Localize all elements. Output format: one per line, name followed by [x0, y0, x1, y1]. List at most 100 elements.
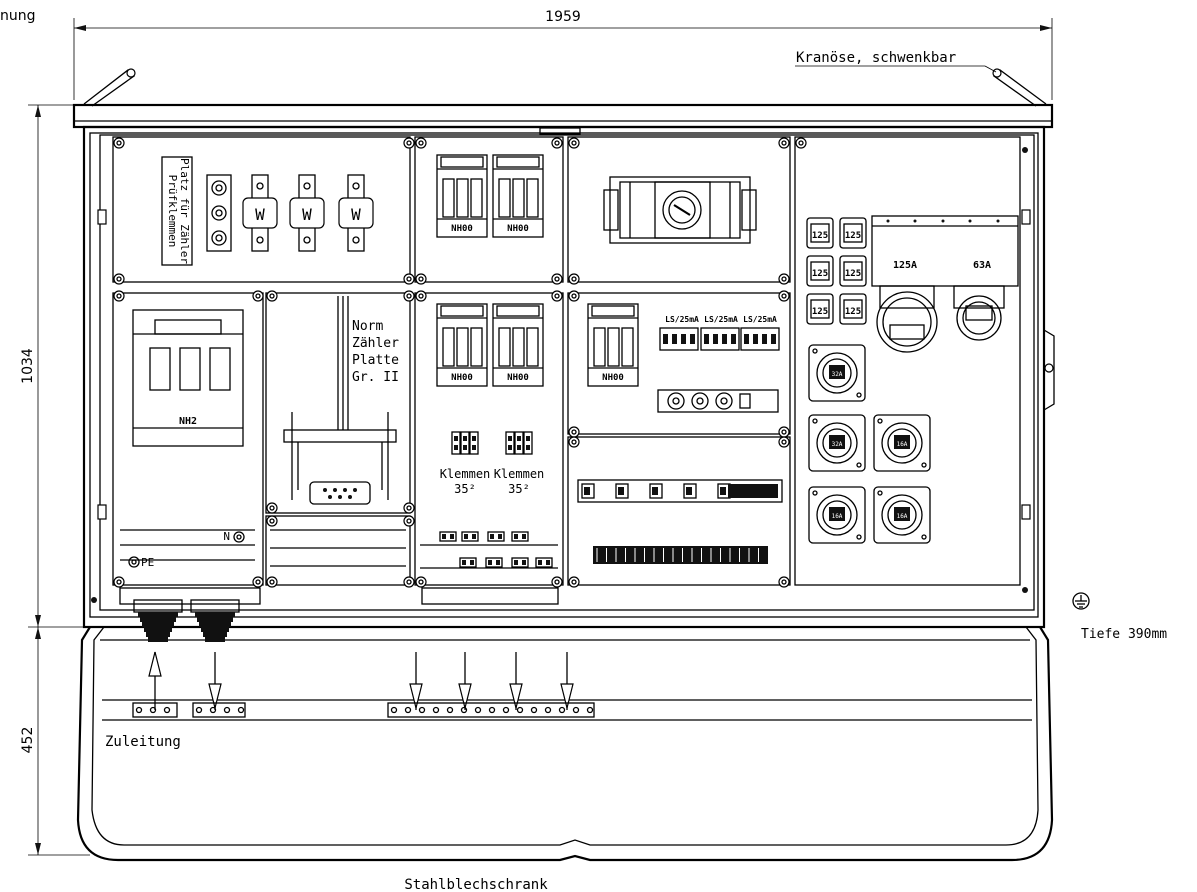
corner-fragment-text: nung [0, 8, 36, 24]
screw [778, 137, 790, 149]
screw [778, 436, 790, 448]
svg-text:PE: PE [141, 556, 154, 569]
screw [266, 576, 278, 588]
neutral-terminal: N [223, 530, 245, 543]
ls-breaker [659, 327, 699, 351]
cable-gland [190, 599, 240, 642]
depth-label: Tiefe 390mm [1081, 627, 1167, 642]
breaker [649, 483, 663, 499]
small-terminal [459, 557, 477, 568]
nh00-switch: NH00 [492, 303, 544, 387]
screw [568, 436, 580, 448]
fuse-holder: 125 [839, 293, 867, 325]
screw [113, 290, 125, 302]
svg-text:Prüfklemmen: Prüfklemmen [166, 175, 179, 248]
ls-breakers: LS/25mA LS/25mA LS/25mA [659, 315, 780, 351]
svg-text:NH00: NH00 [451, 224, 473, 234]
svg-text:Zähler: Zähler [352, 336, 399, 351]
fuse-holder: 125 [839, 217, 867, 249]
small-terminal [511, 557, 529, 568]
arrow-down-icon [208, 652, 222, 710]
svg-text:Platz für Zähler: Platz für Zähler [178, 158, 191, 264]
svg-text:NH00: NH00 [602, 373, 624, 383]
cabinet-body [82, 125, 1055, 629]
breaker [683, 483, 697, 499]
nh2-fuse-switch: NH2 [132, 309, 244, 447]
arrow-down-icon [560, 652, 574, 710]
rail-terminal-row [593, 546, 768, 564]
breaker-row [577, 479, 783, 503]
fuse-holder: 125 [806, 293, 834, 325]
terminal-block [451, 431, 479, 455]
terminal-blocks-35: Klemmen Klemmen 35² 35² [440, 431, 544, 496]
cee-socket: 16A [808, 486, 866, 544]
mounting-plates [112, 127, 1021, 605]
cable-gland [133, 599, 183, 642]
svg-text:63A: 63A [973, 260, 991, 271]
screw [551, 273, 563, 285]
ls-breaker [700, 327, 740, 351]
small-terminal [535, 557, 553, 568]
nh00-switch: NH00 [492, 154, 544, 238]
test-terminal-space: Platz für Zähler Prüfklemmen [161, 156, 193, 266]
screw [551, 576, 563, 588]
clamp-rail [132, 702, 595, 718]
svg-text:125: 125 [845, 307, 861, 317]
breaker [581, 483, 595, 499]
fuse-holder: 125 [806, 217, 834, 249]
svg-text:125: 125 [845, 231, 861, 241]
terminal-strip [593, 546, 768, 564]
screw [415, 137, 427, 149]
fuse-holder: 125 [806, 255, 834, 287]
screw [551, 290, 563, 302]
svg-text:W: W [255, 205, 265, 224]
arrow-up-icon [148, 651, 162, 710]
svg-text:Platte: Platte [352, 353, 399, 368]
screw [403, 290, 415, 302]
crane-eye-left [83, 68, 136, 107]
svg-text:125: 125 [845, 269, 861, 279]
screw [113, 576, 125, 588]
screw [415, 290, 427, 302]
height-upper-dimension: 1034 [20, 348, 36, 384]
clamp-segment [192, 702, 246, 718]
screw [568, 290, 580, 302]
screw [113, 137, 125, 149]
cabinet-pedestal [76, 626, 1054, 862]
cabinet-label: Stahlblechschrank [404, 877, 548, 892]
svg-text:16A: 16A [897, 513, 908, 520]
current-transformer: W [338, 174, 374, 252]
arrow-down-icon [458, 652, 472, 710]
feed-label: Zuleitung [105, 734, 181, 750]
ls-breaker [740, 327, 780, 351]
svg-text:W: W [351, 205, 361, 224]
svg-text:LS/25mA: LS/25mA [704, 315, 738, 324]
svg-text:35²: 35² [508, 482, 530, 496]
svg-text:N: N [223, 530, 230, 543]
svg-text:W: W [302, 205, 312, 224]
height-lower-dimension: 452 [20, 727, 36, 754]
screw [415, 576, 427, 588]
fuse-holder: 125 [839, 255, 867, 287]
fuse-holders [657, 389, 779, 413]
svg-text:Klemmen: Klemmen [440, 467, 491, 481]
svg-text:32A: 32A [832, 441, 843, 448]
small-terminal [485, 557, 503, 568]
screw [252, 576, 264, 588]
screw [252, 290, 264, 302]
svg-text:16A: 16A [897, 441, 908, 448]
arrow-down-icon [409, 652, 423, 710]
screw [403, 137, 415, 149]
screw [403, 576, 415, 588]
svg-text:125: 125 [812, 231, 828, 241]
screw [403, 515, 415, 527]
terminal-block [505, 431, 533, 455]
arrow-down-icon [509, 652, 523, 710]
crane-eye-right [795, 65, 1047, 107]
width-dimension: 1959 [545, 9, 581, 25]
svg-text:NH00: NH00 [507, 224, 529, 234]
mounting-screws [113, 137, 807, 588]
